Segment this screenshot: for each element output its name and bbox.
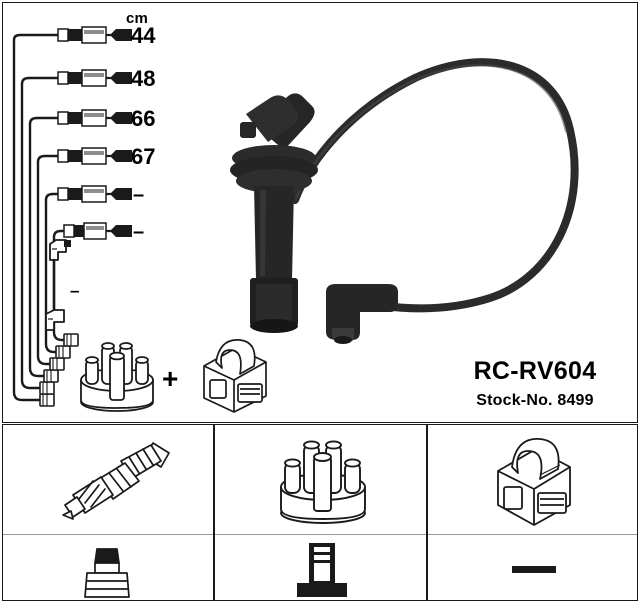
cell-divider — [215, 534, 426, 535]
length-value-1: 44 — [131, 23, 156, 48]
legend-cell-distributor-cap — [214, 424, 427, 601]
spark-plug-icon — [47, 439, 177, 531]
ignition-coil-icon — [196, 336, 272, 414]
cell-divider — [428, 534, 637, 535]
spark-plug-boot-icon — [77, 547, 139, 599]
length-value-3: 66 — [131, 106, 156, 131]
ignition-coil-icon — [490, 435, 578, 527]
distributor-cap-icon — [78, 338, 156, 414]
cell-divider — [3, 534, 213, 535]
stock-number: Stock-No. 8499 — [476, 392, 594, 409]
part-number: RC-RV604 — [473, 357, 597, 385]
dash-icon — [512, 563, 556, 575]
plus-symbol: + — [162, 363, 179, 394]
distributor-cap-icon — [277, 435, 369, 527]
unit-header: cm — [126, 10, 149, 27]
length-value-6: – — [133, 221, 145, 243]
distributor-terminal-icon — [295, 543, 349, 599]
legend-cell-spark-plug — [2, 424, 214, 601]
main-ignition-cable-illustration — [230, 40, 636, 344]
legend-cell-ignition-coil — [427, 424, 638, 601]
length-value-2: 48 — [131, 66, 156, 91]
cable-harness-drawing — [0, 0, 340, 423]
length-value-4: 67 — [131, 144, 156, 169]
length-value-5: – — [133, 184, 145, 206]
coil-lead-value: – — [70, 281, 80, 300]
